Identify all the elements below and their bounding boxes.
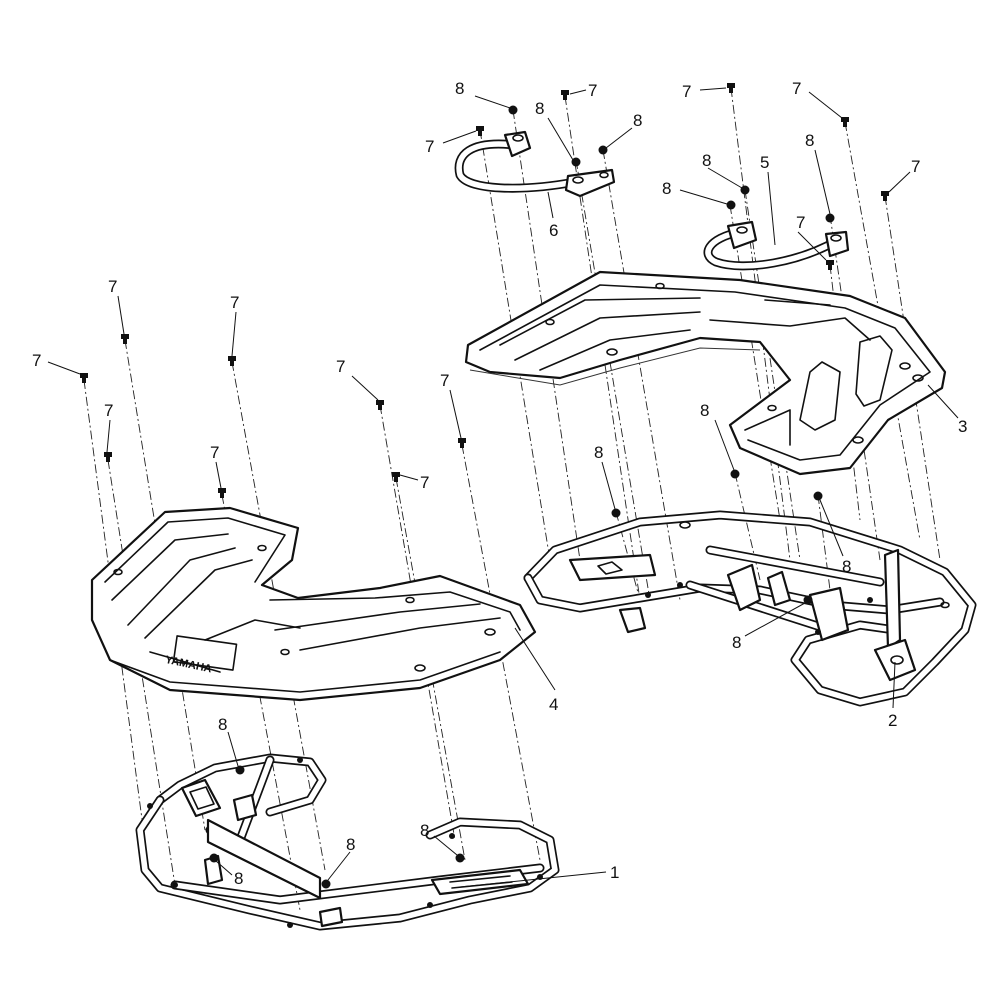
grab-handle-right [703, 220, 850, 271]
callout-1: 1 [610, 863, 619, 882]
callout-leaders [47, 87, 959, 888]
callout-7: 7 [682, 82, 691, 101]
callout-7: 7 [230, 293, 239, 312]
bolt-icon [104, 452, 112, 462]
front-rack: YAMAHA [90, 506, 537, 702]
callout-2: 2 [888, 711, 897, 730]
callout-7: 7 [792, 79, 801, 98]
callout-8: 8 [732, 633, 741, 652]
grab-handle-left [454, 130, 616, 198]
callout-7: 7 [425, 137, 434, 156]
callout-3: 3 [958, 417, 967, 436]
nut-icon [740, 185, 750, 195]
nut-icon [813, 491, 823, 501]
nut-icon [598, 145, 608, 155]
callout-7: 7 [420, 473, 429, 492]
callout-7: 7 [210, 443, 219, 462]
bolt-icon [826, 260, 834, 270]
nut-icon [611, 508, 621, 518]
callout-7: 7 [796, 213, 805, 232]
callout-8: 8 [842, 557, 851, 576]
callout-8: 8 [535, 99, 544, 118]
callout-7: 7 [588, 81, 597, 100]
callout-6: 6 [549, 221, 558, 240]
alignment-lines [83, 87, 941, 911]
callout-8: 8 [218, 715, 227, 734]
callout-8: 8 [420, 821, 429, 840]
callout-7: 7 [911, 157, 920, 176]
nut-icon [209, 853, 219, 863]
bolt-icon [841, 117, 849, 127]
nut-icon [726, 200, 736, 210]
front-carrier-frame [135, 753, 560, 931]
nut-icon [235, 765, 245, 775]
nut-icon [803, 595, 813, 605]
bolt-icon [218, 488, 226, 498]
callout-7: 7 [108, 277, 117, 296]
callout-7: 7 [336, 357, 345, 376]
callout-7: 7 [32, 351, 41, 370]
nut-icon [455, 853, 465, 863]
nut-icon [321, 879, 331, 889]
callout-8: 8 [805, 131, 814, 150]
bolt-icon [561, 90, 569, 100]
callout-7: 7 [104, 401, 113, 420]
nut-icon [730, 469, 740, 479]
fasteners [80, 83, 889, 889]
nut-icon [825, 213, 835, 223]
callout-8: 8 [346, 835, 355, 854]
callout-8: 8 [702, 151, 711, 170]
rear-carrier-frame [523, 510, 977, 707]
bolt-icon [458, 438, 466, 448]
bolt-icon [727, 83, 735, 93]
callout-8: 8 [633, 111, 642, 130]
callout-8: 8 [234, 869, 243, 888]
callout-8: 8 [455, 79, 464, 98]
callout-8: 8 [594, 443, 603, 462]
callout-8: 8 [662, 179, 671, 198]
bolt-icon [228, 356, 236, 366]
nut-icon [571, 157, 581, 167]
bolt-icon [881, 191, 889, 201]
callout-8: 8 [700, 401, 709, 420]
bolt-icon [392, 472, 400, 482]
bolt-icon [121, 334, 129, 344]
bolt-icon [80, 373, 88, 383]
callout-7: 7 [440, 371, 449, 390]
nut-icon [508, 105, 518, 115]
rear-rack [464, 270, 947, 476]
callout-5: 5 [760, 153, 769, 172]
callout-4: 4 [549, 695, 558, 714]
bolt-icon [376, 400, 384, 410]
callout-labels: 1 2 3 4 5 6 7 7 7 7 7 7 7 7 7 7 7 7 7 7 … [32, 79, 967, 888]
bolt-icon [476, 126, 484, 136]
